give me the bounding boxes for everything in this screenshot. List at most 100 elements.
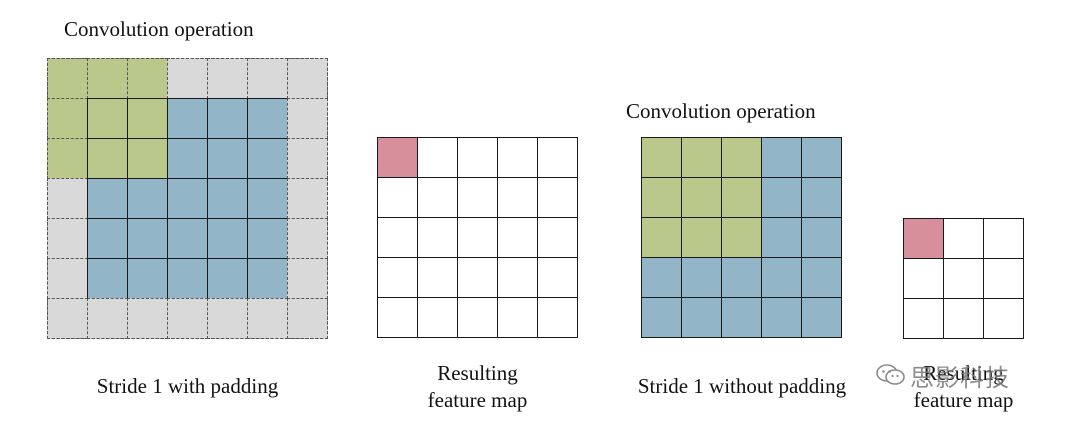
with-padding-output-cell xyxy=(537,297,578,338)
with-padding-output-cell xyxy=(457,217,498,258)
with-padding-output-cell xyxy=(457,297,498,338)
with-padding-input-cell xyxy=(87,258,128,299)
with-padding-output-cell xyxy=(377,177,418,218)
title-without-padding: Convolution operation xyxy=(626,99,816,123)
with-padding-padding-cell xyxy=(87,298,128,339)
input-grid-without-padding xyxy=(641,137,842,338)
label-output-with-padding-line2: feature map xyxy=(427,388,528,412)
with-padding-output-cell xyxy=(537,217,578,258)
watermark-text: 思影科技 xyxy=(910,364,1010,392)
without-padding-input-cell xyxy=(761,217,802,258)
without-padding-input-cell xyxy=(641,257,682,298)
with-padding-input-cell xyxy=(127,218,168,259)
without-padding-input-cell xyxy=(681,257,722,298)
with-padding-output-cell xyxy=(457,177,498,218)
with-padding-input-cell xyxy=(207,138,248,179)
without-padding-output-cell xyxy=(983,298,1024,339)
with-padding-padding-cell xyxy=(287,58,328,99)
with-padding-kernel-cell xyxy=(127,58,168,99)
with-padding-input-cell xyxy=(207,258,248,299)
with-padding-padding-cell xyxy=(47,178,88,219)
with-padding-input-cell xyxy=(87,178,128,219)
with-padding-padding-cell xyxy=(247,298,288,339)
without-padding-input-cell xyxy=(761,177,802,218)
with-padding-padding-cell xyxy=(287,178,328,219)
with-padding-padding-cell xyxy=(287,258,328,299)
without-padding-input-cell xyxy=(721,257,762,298)
label-stride-without-padding: Stride 1 without padding xyxy=(637,374,847,398)
without-padding-output-cell xyxy=(903,258,944,299)
with-padding-padding-cell xyxy=(207,58,248,99)
without-padding-kernel-cell xyxy=(641,217,682,258)
without-padding-output-cell xyxy=(943,258,984,299)
with-padding-output-cell xyxy=(497,137,538,178)
with-padding-output-cell xyxy=(537,177,578,218)
with-padding-padding-cell xyxy=(247,58,288,99)
watermark: 思影科技 xyxy=(876,358,1056,398)
with-padding-input-cell xyxy=(167,138,208,179)
with-padding-output-cell xyxy=(497,217,538,258)
without-padding-output-highlight-cell xyxy=(903,218,944,259)
without-padding-input-cell xyxy=(721,297,762,338)
without-padding-kernel-cell xyxy=(721,137,762,178)
with-padding-input-cell xyxy=(87,218,128,259)
with-padding-kernel-cell xyxy=(87,98,128,139)
with-padding-output-cell xyxy=(417,177,458,218)
with-padding-kernel-cell xyxy=(127,138,168,179)
with-padding-input-cell xyxy=(247,138,288,179)
without-padding-output-cell xyxy=(983,258,1024,299)
with-padding-padding-cell xyxy=(287,218,328,259)
with-padding-input-cell xyxy=(167,218,208,259)
with-padding-input-cell xyxy=(127,258,168,299)
without-padding-input-cell xyxy=(801,177,842,218)
with-padding-input-cell xyxy=(167,178,208,219)
with-padding-padding-cell xyxy=(47,298,88,339)
with-padding-output-cell xyxy=(377,257,418,298)
without-padding-input-cell xyxy=(761,297,802,338)
with-padding-kernel-cell xyxy=(87,58,128,99)
without-padding-input-cell xyxy=(801,137,842,178)
with-padding-output-cell xyxy=(377,297,418,338)
with-padding-padding-cell xyxy=(287,298,328,339)
with-padding-kernel-cell xyxy=(47,98,88,139)
with-padding-input-cell xyxy=(207,98,248,139)
with-padding-input-cell xyxy=(207,218,248,259)
with-padding-padding-cell xyxy=(287,98,328,139)
without-padding-output-cell xyxy=(983,218,1024,259)
with-padding-padding-cell xyxy=(47,218,88,259)
with-padding-output-cell xyxy=(417,297,458,338)
label-output-without-padding-line2: feature map xyxy=(913,388,1014,412)
output-grid-with-padding xyxy=(377,137,578,338)
with-padding-output-cell xyxy=(497,177,538,218)
with-padding-input-cell xyxy=(167,258,208,299)
with-padding-output-cell xyxy=(537,137,578,178)
with-padding-kernel-cell xyxy=(47,138,88,179)
without-padding-input-cell xyxy=(641,297,682,338)
with-padding-output-cell xyxy=(377,217,418,258)
with-padding-kernel-cell xyxy=(127,98,168,139)
with-padding-output-cell xyxy=(417,217,458,258)
with-padding-padding-cell xyxy=(207,298,248,339)
without-padding-input-cell xyxy=(761,137,802,178)
without-padding-kernel-cell xyxy=(681,177,722,218)
without-padding-output-cell xyxy=(943,218,984,259)
wechat-icon xyxy=(876,359,906,399)
with-padding-input-cell xyxy=(247,178,288,219)
with-padding-input-cell xyxy=(247,258,288,299)
without-padding-input-cell xyxy=(681,297,722,338)
without-padding-kernel-cell xyxy=(681,217,722,258)
input-grid-with-padding xyxy=(47,58,328,339)
without-padding-output-cell xyxy=(903,298,944,339)
with-padding-padding-cell xyxy=(167,58,208,99)
with-padding-input-cell xyxy=(167,98,208,139)
with-padding-input-cell xyxy=(207,178,248,219)
with-padding-output-cell xyxy=(537,257,578,298)
with-padding-padding-cell xyxy=(287,138,328,179)
without-padding-input-cell xyxy=(801,257,842,298)
without-padding-input-cell xyxy=(801,297,842,338)
with-padding-padding-cell xyxy=(47,258,88,299)
with-padding-kernel-cell xyxy=(87,138,128,179)
with-padding-input-cell xyxy=(247,98,288,139)
without-padding-kernel-cell xyxy=(721,177,762,218)
output-grid-without-padding xyxy=(903,218,1024,339)
